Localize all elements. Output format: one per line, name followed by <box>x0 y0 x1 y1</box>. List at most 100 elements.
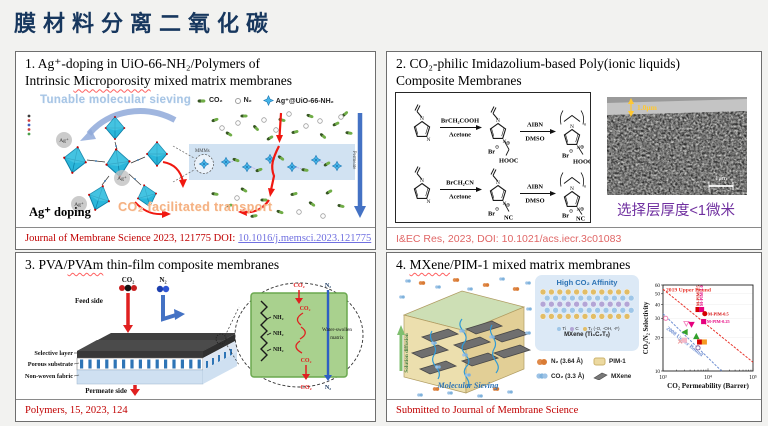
panel2-title: 2. CO₂-philic Imidazolium-based Poly(ion… <box>396 55 755 90</box>
matrix-label-line2: matrix <box>330 335 344 341</box>
panel1-title: 1. Ag⁺-doping in UiO-66-NH₂/Polymers of … <box>25 55 369 90</box>
panel3-title-pvam: PVAm <box>67 257 104 272</box>
legend-co2-item: CO₂ (3.3 Å) <box>535 372 593 380</box>
panel2-title-line1: 2. CO₂-philic Imidazolium-based Poly(ion… <box>396 56 681 71</box>
panel1-illustration: Ag⁺ Ag⁺ Ag⁺ Ag⁺ doping MMMs <box>27 108 366 219</box>
svg-text:50: 50 <box>655 292 661 298</box>
mxene-formula-label: MXene (Ti₃C₂Tₓ) <box>564 332 610 338</box>
svg-text:10⁵: 10⁵ <box>749 375 757 381</box>
nh2-label-2: NH₂ <box>273 331 284 337</box>
panel4-citation: Submitted to Journal of Membrane Science <box>387 399 761 421</box>
mxene-affinity-card: High CO₂ Affinity Ti C Tₓ (-O, -OH, -F) … <box>535 275 639 399</box>
c-dot-icon <box>570 326 575 331</box>
panel4-title: 4. MXene/PIM-1 mixed matrix membranes <box>396 256 755 273</box>
svg-text:Solution diffusion: Solution diffusion <box>404 333 410 372</box>
sem-selective-layer <box>607 99 747 115</box>
slide-title: 膜材料分离二氧化碳 <box>14 12 276 37</box>
svg-text:10: 10 <box>655 369 661 375</box>
svg-text:Br: Br <box>562 153 569 160</box>
svg-text:60: 60 <box>655 283 661 289</box>
co2-molecule <box>119 284 137 292</box>
legend-n2-item: N₂ (3.64 Å) <box>535 357 593 366</box>
polymer-chain <box>260 300 268 362</box>
panel3-title: 3. PVA/PVAm thin-film composite membrane… <box>25 256 369 273</box>
svg-text:⊖: ⊖ <box>495 145 499 151</box>
n2-rejected-arrow <box>161 295 177 322</box>
svg-text:M-PIM-0.5: M-PIM-0.5 <box>708 311 729 316</box>
rxn1-medium: DMSO <box>525 136 544 143</box>
svg-text:n: n <box>584 184 587 189</box>
co2-transport-path <box>238 112 283 216</box>
svg-text:20: 20 <box>655 336 661 342</box>
panel1-citation-text: Journal of Membrane Science 2023, 121775… <box>25 233 236 244</box>
silver-ion-1: Ag⁺ <box>56 132 72 148</box>
panel3-title-post: thin-film composite membranes <box>103 257 280 272</box>
svg-text:Br: Br <box>562 213 569 220</box>
co2-label-top: CO₂ <box>122 276 135 284</box>
panel4-title-pre: 4. <box>396 257 410 272</box>
sem-scalebar: 1μm <box>708 175 734 190</box>
svg-text:10⁴: 10⁴ <box>704 375 712 381</box>
svg-text:⊕: ⊕ <box>506 141 510 147</box>
rxn1-anion: Br <box>488 149 495 156</box>
sem-thickness-annotation: 1.0μm <box>628 98 658 117</box>
tunable-sieving-label: Tunable molecular sieving <box>40 94 192 106</box>
svg-text:Permeate: Permeate <box>351 151 356 170</box>
svg-text:CO₂: CO₂ <box>301 358 312 364</box>
selective-layer-caption: 选择层厚度<1微米 <box>616 203 736 219</box>
svg-text:N₂: N₂ <box>325 282 331 289</box>
panel1-title-microporosity: Microporosity <box>73 73 151 89</box>
doi-link[interactable]: 10.1016/j.memsci.2023.121775 <box>238 233 372 244</box>
svg-text:⊕: ⊕ <box>506 203 510 209</box>
n2-molecule <box>156 285 170 293</box>
mof-particles-in-membrane <box>220 153 343 173</box>
svg-text:Ag⁺: Ag⁺ <box>59 137 69 144</box>
svg-text:2019 Upper Bound: 2019 Upper Bound <box>666 288 712 294</box>
selective-layer-label: Selective layer <box>34 350 73 357</box>
nonwoven-fabric-label: Non-woven fabric <box>25 373 73 380</box>
mxene-lattice <box>539 288 635 320</box>
n2-molecule-icon <box>234 97 241 104</box>
tx-dot-icon <box>582 326 587 331</box>
reaction-scheme-box: N N BrCH₂COOH Acetone ⊕ Br <box>395 92 593 223</box>
svg-text:CO₂/N₂ Selectivity: CO₂/N₂ Selectivity <box>643 301 650 354</box>
legend-co2-label: CO₂ <box>209 97 223 104</box>
rxn2-reagent: BrCH₂CN <box>446 180 474 187</box>
svg-text:CO₂: CO₂ <box>300 384 311 391</box>
panel2-citation-text: I&EC Res, 2023, DOI: 10.1021/acs.iecr.3c… <box>396 232 622 245</box>
molecular-sieving-label: Molecular Sieving <box>437 381 499 390</box>
mxene-sheet-icon <box>593 372 608 380</box>
facilitated-transport-label: CO₂ facilitated transport <box>118 200 273 214</box>
rxn2-group: NC <box>504 215 514 222</box>
legend-mof: Ag⁺@UiO-66-NH₂ <box>262 95 334 106</box>
pim1-icon <box>593 357 606 366</box>
panel1-citation: Journal of Membrane Science 2023, 121775… <box>16 227 375 249</box>
svg-text:M-PIM-0.25: M-PIM-0.25 <box>707 319 730 324</box>
panel1-title-line2-pre: Intrinsic <box>25 73 74 89</box>
svg-text:n: n <box>584 122 587 127</box>
ti-dot-icon <box>557 326 562 331</box>
sem-image: 1.0μm 1μm <box>607 97 747 195</box>
legend-co2: CO₂ <box>196 97 223 105</box>
svg-text:⊖: ⊖ <box>569 149 573 155</box>
panel3-citation-text: Polymers, 15, 2023, 124 <box>25 405 128 416</box>
svg-text:⊖: ⊖ <box>569 209 573 215</box>
mof-particle-icon <box>262 95 274 106</box>
doping-swoosh-arrow <box>86 108 177 137</box>
nonwoven-fabric-front <box>76 369 204 385</box>
red-arrow-out-2 <box>134 201 165 216</box>
svg-text:⊕: ⊕ <box>580 207 584 213</box>
svg-text:30: 30 <box>655 316 661 322</box>
legend-mof-label: Ag⁺@UiO-66-NH₂ <box>275 97 334 105</box>
rxn1-solvent: Acetone <box>449 132 471 139</box>
panel-pva-pvam: 3. PVA/PVAm thin-film composite membrane… <box>15 252 376 422</box>
svg-text:10³: 10³ <box>659 375 667 381</box>
legend-mxene-item: MXene <box>593 372 639 380</box>
co2-molecule-icon <box>197 98 206 103</box>
silver-ion-2: Ag⁺ <box>114 170 130 186</box>
ag-doping-label: Ag⁺ doping <box>29 205 92 219</box>
svg-text:CO₂ Permeability (Barrer): CO₂ Permeability (Barrer) <box>667 382 749 390</box>
panel3-citation: Polymers, 15, 2023, 124 <box>16 399 375 421</box>
